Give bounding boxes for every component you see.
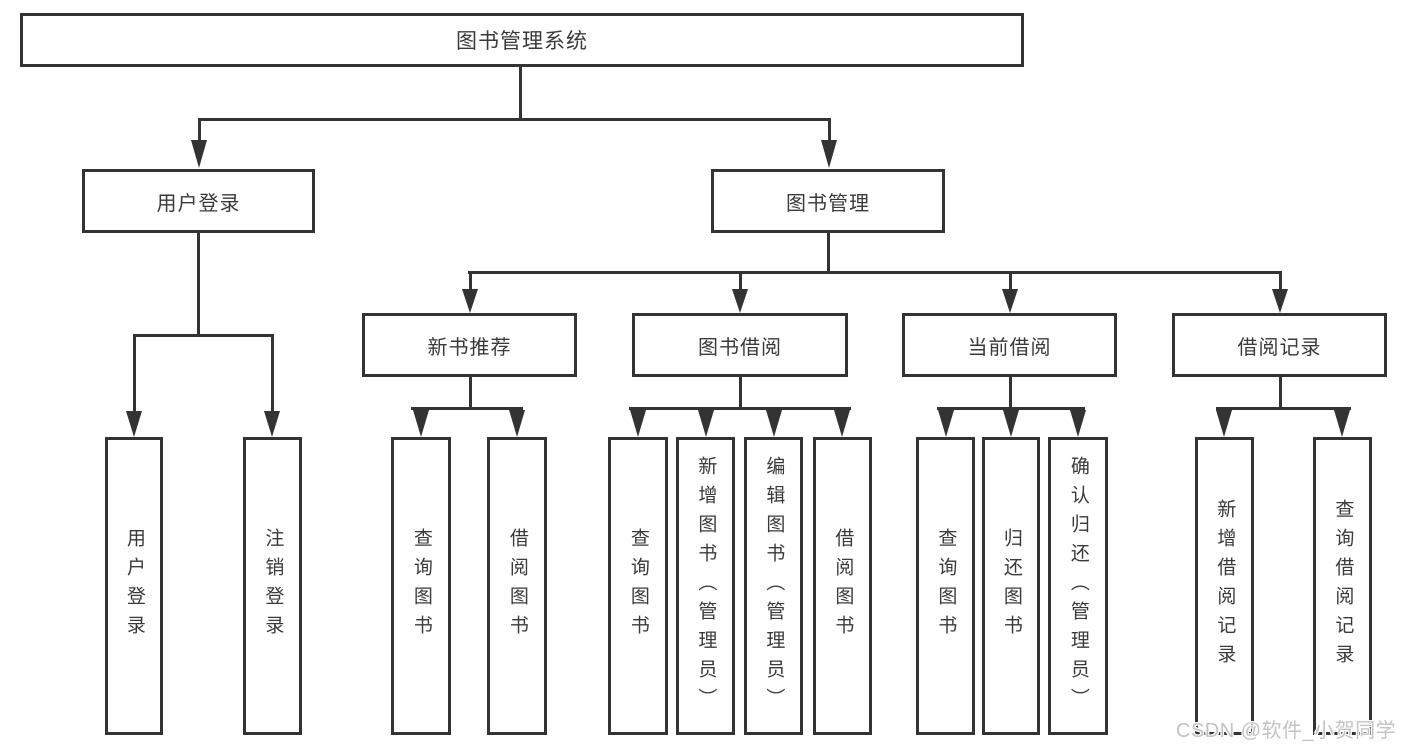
arrow-down-icon — [732, 289, 748, 313]
node-label: 借阅图书 — [506, 528, 528, 644]
node-label: 查询借阅记录 — [1332, 499, 1354, 673]
connector-line — [1009, 377, 1012, 409]
connector-line — [197, 233, 200, 337]
connector-line — [1216, 407, 1351, 410]
node-label: 编辑图书（管理员） — [763, 455, 785, 717]
node-label: 查询图书 — [935, 528, 957, 644]
node-library-management-system: 图书管理系统 — [20, 13, 1024, 67]
node-label: 新书推荐 — [427, 336, 512, 359]
connector-line — [1009, 274, 1012, 291]
leaf-logout: 注销登录 — [243, 437, 302, 735]
node-label: 图书管理系统 — [456, 30, 588, 53]
node-current-borrowing: 当前借阅 — [902, 313, 1117, 377]
connector-line — [739, 274, 742, 291]
connector-line — [828, 121, 831, 142]
node-label: 归还图书 — [1000, 528, 1022, 644]
arrow-down-icon — [1334, 410, 1350, 437]
leaf-borrow-books-recommend: 借阅图书 — [487, 437, 547, 735]
arrow-down-icon — [191, 140, 207, 168]
arrow-down-icon — [462, 289, 478, 313]
arrow-down-icon — [766, 410, 782, 437]
node-label: 用户登录 — [156, 192, 241, 215]
connector-line — [198, 118, 831, 121]
watermark: CSDN @软件_小贺同学 — [1176, 720, 1397, 742]
leaf-query-books-recommend: 查询图书 — [391, 437, 451, 735]
arrow-down-icon — [1070, 410, 1086, 437]
connector-line — [739, 377, 742, 409]
connector-line — [1279, 274, 1282, 291]
connector-line — [271, 337, 274, 413]
node-label: 图书借阅 — [698, 336, 782, 359]
arrow-down-icon — [834, 410, 850, 437]
node-label: 当前借阅 — [967, 336, 1052, 359]
arrow-down-icon — [630, 410, 646, 437]
arrow-down-icon — [1216, 410, 1232, 437]
connector-line — [827, 233, 830, 274]
node-book-management: 图书管理 — [711, 169, 945, 233]
connector-line — [519, 67, 522, 121]
arrow-down-icon — [938, 410, 954, 437]
node-label: 新增借阅记录 — [1214, 499, 1236, 673]
node-borrow-records: 借阅记录 — [1172, 313, 1387, 377]
node-new-book-recommend: 新书推荐 — [362, 313, 577, 377]
node-label: 查询图书 — [410, 528, 432, 644]
leaf-add-borrow-record: 新增借阅记录 — [1195, 437, 1254, 735]
arrow-down-icon — [413, 410, 429, 437]
arrow-down-icon — [1003, 410, 1019, 437]
arrow-down-icon — [821, 140, 837, 168]
leaf-user-login: 用户登录 — [105, 437, 163, 735]
leaf-borrow-books: 借阅图书 — [813, 437, 872, 735]
node-label: 借阅记录 — [1237, 336, 1322, 359]
arrow-down-icon — [126, 411, 142, 437]
connector-line — [133, 334, 274, 337]
leaf-query-books-borrowing: 查询图书 — [608, 437, 668, 735]
node-user-login: 用户登录 — [82, 169, 315, 233]
arrow-down-icon — [698, 410, 714, 437]
node-label: 确认归还（管理员） — [1067, 455, 1089, 717]
connector-line — [937, 407, 1085, 410]
node-label: 查询图书 — [627, 528, 649, 644]
leaf-add-book-admin: 新增图书（管理员） — [676, 437, 735, 735]
connector-line — [468, 271, 1282, 274]
node-label: 新增图书（管理员） — [695, 455, 717, 717]
arrow-down-icon — [509, 410, 525, 437]
node-label: 用户登录 — [123, 528, 145, 644]
connector-line — [629, 407, 851, 410]
connector-line — [469, 274, 472, 291]
arrow-down-icon — [1002, 289, 1018, 313]
connector-line — [411, 407, 523, 410]
connector-line — [1279, 377, 1282, 409]
connector-line — [133, 337, 136, 413]
node-label: 借阅图书 — [832, 528, 854, 644]
connector-line — [198, 121, 201, 142]
leaf-return-books: 归还图书 — [982, 437, 1040, 735]
connector-line — [469, 377, 472, 409]
arrow-down-icon — [264, 411, 280, 437]
node-label: 注销登录 — [262, 528, 284, 644]
arrow-down-icon — [1272, 289, 1288, 313]
leaf-query-books-current: 查询图书 — [916, 437, 975, 735]
leaf-edit-book-admin: 编辑图书（管理员） — [744, 437, 803, 735]
leaf-query-borrow-record: 查询借阅记录 — [1313, 437, 1372, 735]
node-label: 图书管理 — [786, 192, 870, 215]
leaf-confirm-return-admin: 确认归还（管理员） — [1048, 437, 1108, 735]
node-book-borrowing: 图书借阅 — [632, 313, 848, 377]
